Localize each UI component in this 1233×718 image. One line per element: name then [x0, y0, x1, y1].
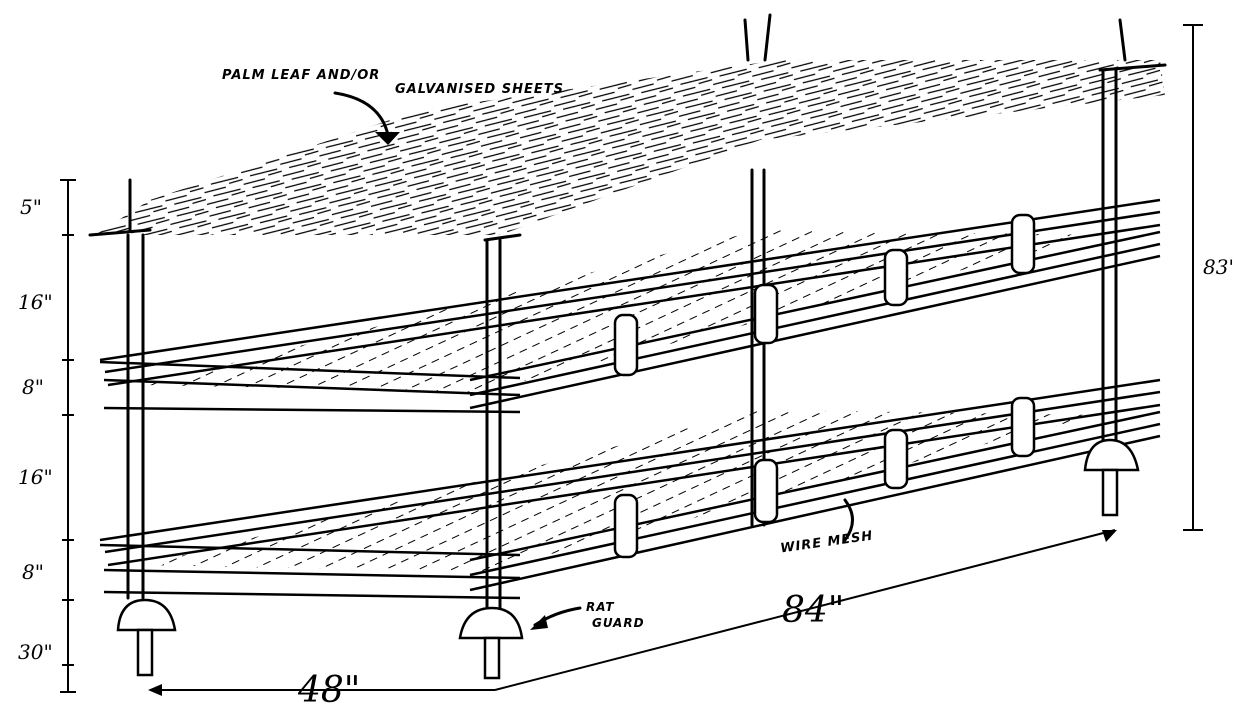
lower-shelf	[99, 378, 1161, 600]
dim-upper-shelf: 8"	[22, 375, 44, 399]
rat-guard-label-line2: GUARD	[592, 616, 645, 630]
roof-label-line2: GALVANISED SHEETS	[395, 82, 564, 97]
rat-guard-icon	[458, 606, 524, 680]
upper-shelf	[99, 198, 1161, 414]
rat-guard-icon	[1083, 438, 1140, 517]
rat-guard-icon	[116, 598, 177, 677]
dim-total-height: 83"	[1203, 255, 1233, 279]
dim-roof-height: 5"	[20, 195, 42, 219]
dim-length: 84"	[782, 590, 845, 631]
dim-leg-height: 30"	[18, 640, 53, 664]
dim-lower-shelf: 8"	[22, 560, 44, 584]
roof-label-line1: PALM LEAF AND/OR	[222, 68, 381, 83]
leader-arrows	[333, 91, 854, 630]
dim-upper-clearance: 16"	[18, 290, 53, 314]
roof-thatch	[88, 60, 1167, 242]
dimension-lines	[60, 24, 1203, 696]
dim-lower-clearance: 16"	[18, 465, 53, 489]
posts	[126, 13, 1127, 624]
rat-guards	[116, 438, 1140, 680]
rat-guard-label-line1: RAT	[586, 600, 615, 614]
dim-width: 48"	[298, 670, 361, 711]
